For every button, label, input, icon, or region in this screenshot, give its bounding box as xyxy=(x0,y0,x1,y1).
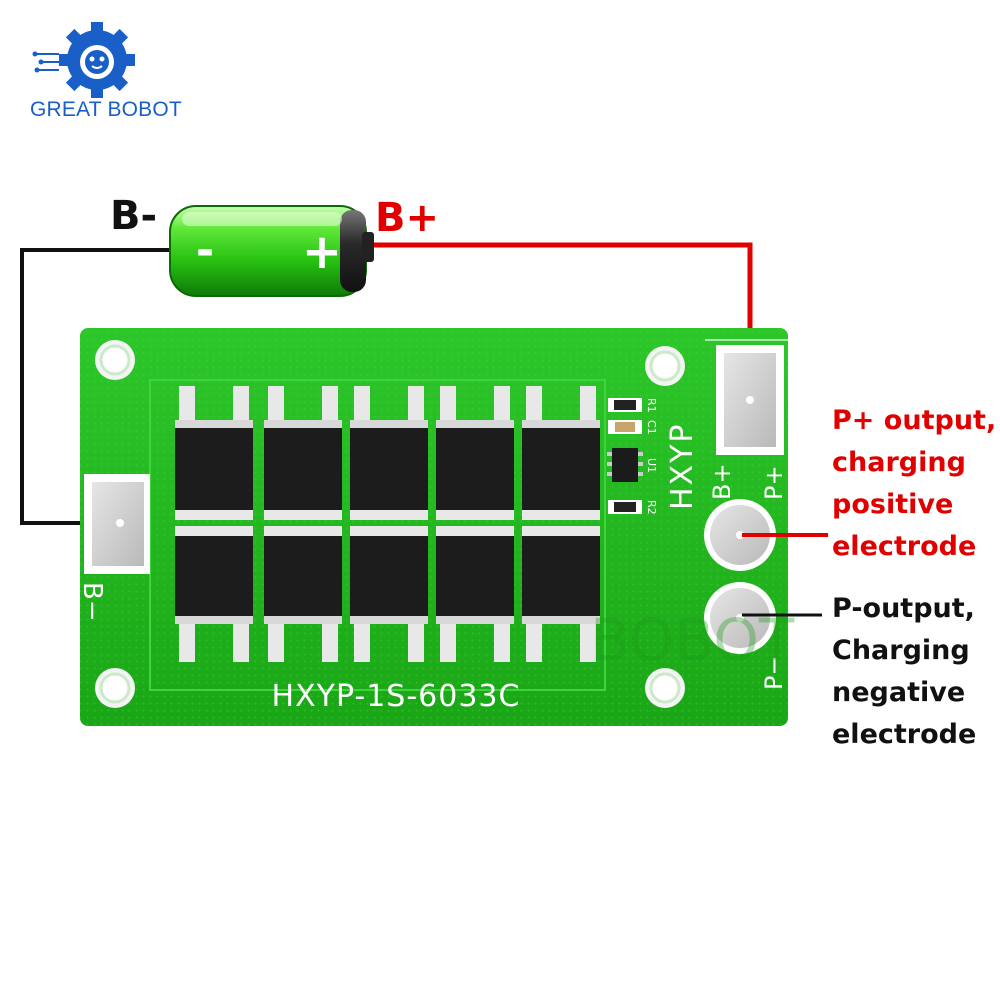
mosfet-array xyxy=(175,386,600,662)
mosfet xyxy=(522,526,600,662)
mosfet xyxy=(436,386,514,520)
pad-pminus-round xyxy=(704,582,776,654)
mounting-hole xyxy=(645,668,685,708)
pad-pminus-label: P− xyxy=(760,655,788,690)
brand-logo xyxy=(32,22,135,98)
mosfet xyxy=(350,526,428,662)
callout-pminus: P-output, Charging negative electrode xyxy=(832,588,976,756)
mosfet xyxy=(175,386,253,520)
pad-pplus-label: P+ xyxy=(760,465,788,500)
mounting-hole xyxy=(95,340,135,380)
callout-pplus-line: positive xyxy=(832,489,954,520)
capacitor-c1 xyxy=(608,420,642,434)
pad-bplus-round xyxy=(704,499,776,571)
label-c1: C1 xyxy=(645,420,658,435)
label-r2: R2 xyxy=(645,500,658,515)
callout-pminus-line: negative xyxy=(832,677,966,708)
callout-pplus-line: electrode xyxy=(832,531,977,562)
resistor-r1 xyxy=(608,398,642,412)
mosfet xyxy=(522,386,600,520)
mounting-hole xyxy=(645,346,685,386)
battery-positive-label: B+ xyxy=(375,195,440,241)
callout-pplus: P+ output, charging positive electrode xyxy=(832,400,996,568)
resistor-r2 xyxy=(608,500,642,514)
pad-pplus-top xyxy=(716,345,784,455)
bms-board: B− B+ P+ P− HXYP xyxy=(77,328,795,726)
battery-minus-symbol: - xyxy=(196,225,214,276)
callout-pminus-line: P-output, xyxy=(832,593,975,624)
callout-pminus-line: Charging xyxy=(832,635,970,666)
watermark-text: BOBOT xyxy=(590,606,795,674)
callout-pplus-line: P+ output, xyxy=(832,405,997,436)
mosfet xyxy=(175,526,253,662)
battery-plus-symbol: + xyxy=(302,224,342,280)
board-side-text: HXYP xyxy=(665,422,700,510)
negative-wire xyxy=(20,248,175,525)
mounting-hole xyxy=(95,668,135,708)
battery: - + xyxy=(169,205,374,297)
pad-bminus xyxy=(84,474,150,574)
brand-name: GREAT BOBOT xyxy=(30,98,182,121)
callout-pminus-line: electrode xyxy=(832,719,977,750)
pad-bminus-label: B− xyxy=(77,582,107,622)
pad-bplus-label: B+ xyxy=(708,463,736,500)
mosfet xyxy=(436,526,514,662)
mosfet xyxy=(350,386,428,520)
gear-robot-icon xyxy=(32,22,135,98)
chip-u1 xyxy=(607,448,643,482)
mosfet xyxy=(264,386,342,520)
battery-negative-label: B- xyxy=(110,193,158,239)
label-r1: R1 xyxy=(645,398,658,413)
callout-pplus-line: charging xyxy=(832,447,966,478)
label-u1: U1 xyxy=(645,458,658,473)
mosfet xyxy=(264,526,342,662)
board-model: HXYP-1S-6033C xyxy=(272,679,521,714)
